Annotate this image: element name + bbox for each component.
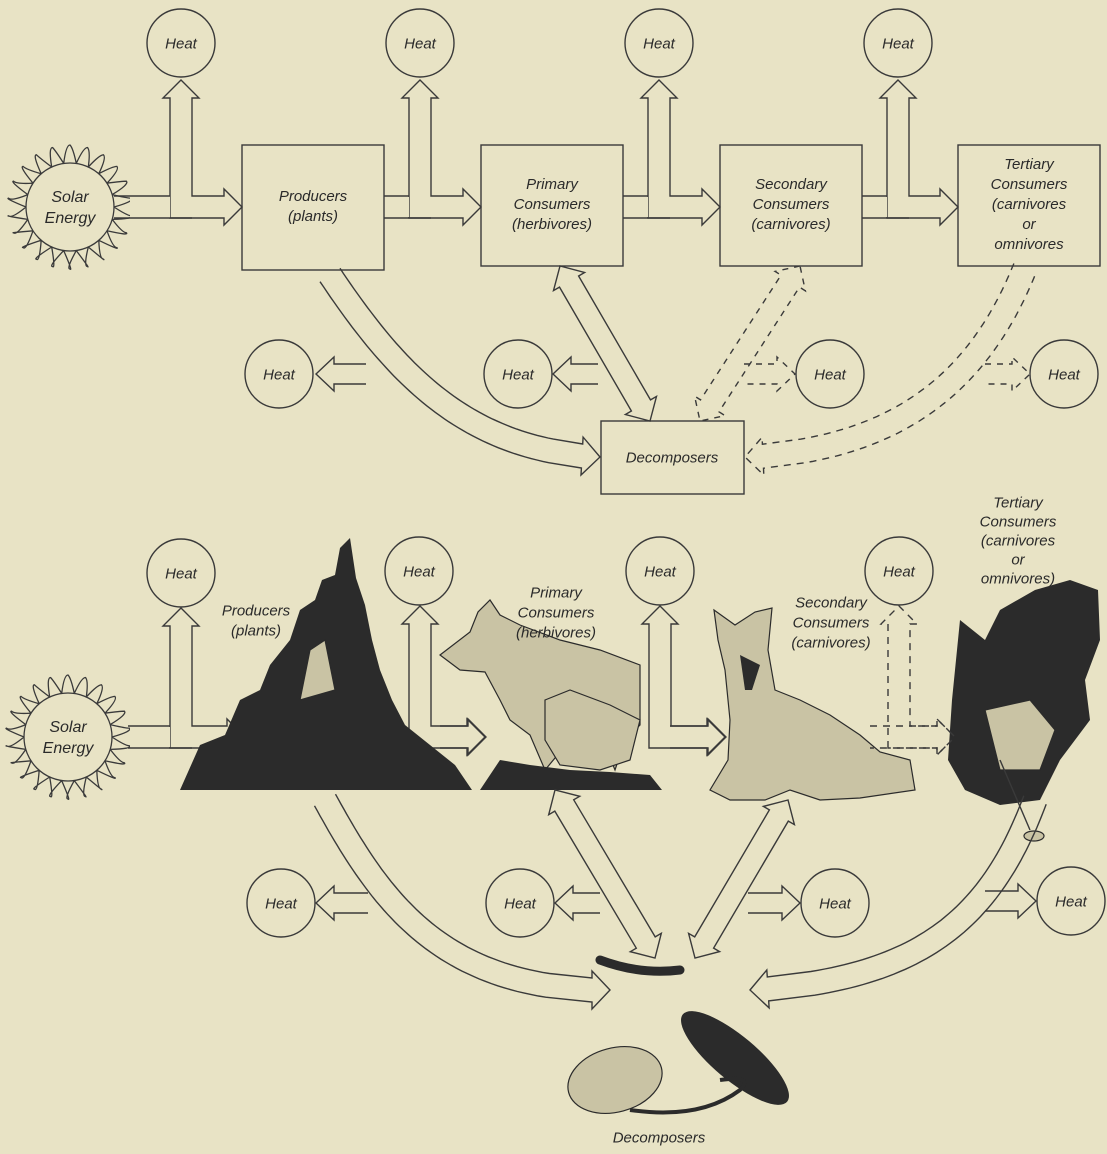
heat-decomp-tertiary-bottom: Heat: [1036, 866, 1106, 936]
heat-circle: [384, 536, 454, 606]
arrow-fox-decomposers: [687, 799, 796, 959]
arrow-plants-to-decomposers: [313, 793, 611, 1011]
heat-decomp-secondary: Heat: [795, 339, 865, 409]
heat-label: Heat: [883, 563, 916, 580]
heat-label: Heat: [643, 35, 676, 52]
tertiary-consumers-box: [957, 144, 1101, 267]
arrow-to-heat-decomp-primary-bottom: [553, 884, 600, 922]
arrow-goats-to-fox-head: [670, 717, 727, 757]
heat-circle: [244, 339, 314, 409]
heat-decomp-producers: Heat: [244, 339, 314, 409]
heat-solar-bottom: Heat: [146, 538, 216, 608]
arrow-to-heat-decomp-secondary: [744, 355, 797, 393]
arrow-to-heat-decomp-primary: [551, 355, 598, 393]
human-illustration: [948, 580, 1100, 842]
arrow-to-heat-decomp-producers: [314, 355, 366, 393]
heat-decomp-primary-bottom: Heat: [485, 868, 555, 938]
arrow-plants-to-goats-head: [440, 717, 487, 757]
heat-label: Heat: [819, 895, 852, 912]
producers-box: [241, 144, 385, 271]
arrow-to-heat-decomp-tertiary-bottom: [985, 882, 1038, 920]
arrow-plants-to-goats: [400, 605, 486, 757]
heat-decomp-tertiary: Heat: [1029, 339, 1099, 409]
heat-label: Heat: [1048, 366, 1081, 383]
heat-circle: [385, 8, 455, 78]
heat-label: Heat: [263, 366, 296, 383]
heat-circle: [146, 8, 216, 78]
arrow-to-heat-decomp-secondary-bottom: [748, 884, 802, 922]
heat-circle: [624, 8, 694, 78]
plants-illustration: [180, 538, 472, 790]
heat-circle: [146, 538, 216, 608]
secondary-consumers-box: [719, 144, 863, 267]
arrow-producers-to-decomposers: [319, 267, 601, 477]
heat-label: Heat: [265, 895, 298, 912]
heat-circle: [863, 8, 933, 78]
decomposers-label: Decomposers: [626, 449, 719, 466]
arrow-tertiary-to-decomposers: [744, 263, 1037, 477]
arrow-solar-to-producers: [161, 79, 243, 227]
heat-label: Heat: [882, 35, 915, 52]
arrow-to-heat-decomp-tertiary: [985, 355, 1032, 393]
arrow-goats-to-fox: [640, 605, 726, 757]
arrow-secondary-decomposers: [693, 265, 807, 422]
heat-label: Heat: [502, 366, 535, 383]
arrow-human-to-decomposers: [749, 795, 1047, 1010]
producers-label-bottom: Producers(plants): [222, 602, 291, 639]
sun-disc: [25, 162, 115, 252]
fox-illustration: [709, 607, 916, 801]
heat-secondary-bottom: Heat: [864, 536, 934, 606]
heat-decomp-secondary-bottom: Heat: [800, 868, 870, 938]
sun-disc: [23, 692, 113, 782]
heat-label: Heat: [1055, 893, 1088, 910]
heat-secondary: Heat: [863, 8, 933, 78]
decomposers-label-bottom: Decomposers: [613, 1129, 706, 1146]
heat-decomp-producers-bottom: Heat: [246, 868, 316, 938]
heat-label: Heat: [504, 895, 537, 912]
heat-circle: [864, 536, 934, 606]
heat-label: Heat: [165, 565, 198, 582]
goats-illustration: [439, 599, 662, 790]
heat-decomp-primary: Heat: [483, 339, 553, 409]
heat-primary-bottom: Heat: [625, 536, 695, 606]
producers-box-label: Producers(plants): [279, 188, 348, 225]
heat-solar: Heat: [146, 8, 216, 78]
heat-producers: Heat: [385, 8, 455, 78]
heat-label: Heat: [403, 563, 436, 580]
decomposers-box: [600, 420, 745, 495]
arrow-primary-decomposers: [552, 265, 658, 422]
heat-primary: Heat: [624, 8, 694, 78]
heat-label: Heat: [814, 366, 847, 383]
heat-label: Heat: [404, 35, 437, 52]
arrow-to-heat-decomp-producers-bottom: [314, 884, 368, 922]
heat-circle: [625, 536, 695, 606]
primary-consumers-box: [480, 144, 624, 267]
heat-label: Heat: [644, 563, 677, 580]
heat-circle: [1029, 339, 1099, 409]
heat-label: Heat: [165, 35, 198, 52]
heat-producers-bottom: Heat: [384, 536, 454, 606]
decomposers-illustration: [567, 955, 789, 1115]
arrow-goats-decomposers: [547, 789, 663, 959]
arrow-fox-to-human: [879, 605, 956, 757]
arrow-fox-to-human-head: [870, 717, 956, 757]
arrow-secondary-to-tertiary: [878, 79, 959, 227]
arrow-primary-to-secondary: [639, 79, 721, 227]
arrow-producers-to-primary: [400, 79, 482, 227]
